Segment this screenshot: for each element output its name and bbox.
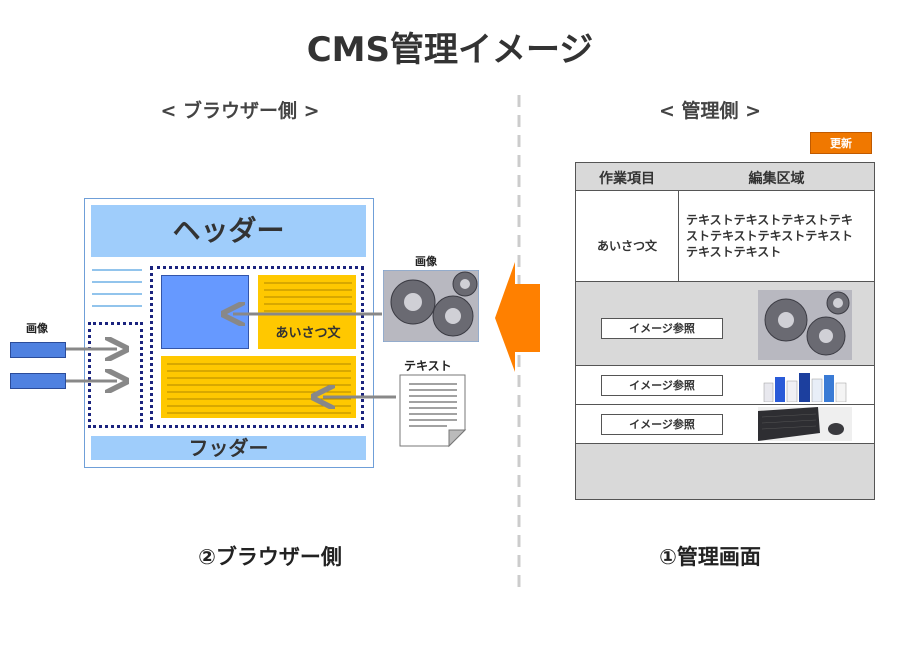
text-document-icon — [399, 374, 467, 448]
image-ref-button-1[interactable]: イメージ参照 — [601, 318, 723, 339]
image-ref-button-3[interactable]: イメージ参照 — [601, 414, 723, 435]
page-title: CMS管理イメージ — [306, 30, 594, 70]
mock-header-label: ヘッダー — [172, 214, 285, 247]
gear-image-label: 画像 — [415, 255, 437, 268]
gear-image — [383, 270, 479, 342]
mock-greeting-block — [258, 275, 356, 349]
text-doc-label: テキスト — [404, 359, 452, 373]
bottles-thumbnail — [760, 369, 852, 402]
mock-main-content-area — [150, 266, 364, 428]
mock-header: ヘッダー — [91, 205, 366, 257]
admin-table-header — [576, 163, 874, 191]
image-ref-button-2[interactable]: イメージ参照 — [601, 375, 723, 396]
browser-caption: ②ブラウザー側 — [198, 545, 342, 569]
gear-thumbnail — [758, 290, 852, 360]
mock-footer-label: フッダー — [188, 436, 269, 460]
mock-greeting-lines — [264, 282, 352, 312]
admin-row-greeting — [576, 191, 874, 282]
browser-side-heading: < ブラウザー側 > — [160, 100, 320, 122]
admin-column-divider — [678, 191, 679, 281]
mock-footer: フッダー — [91, 436, 366, 460]
admin-caption: ①管理画面 — [659, 545, 761, 569]
left-image-bar-2 — [10, 373, 66, 389]
mock-greeting-label: あいさつ文 — [275, 326, 341, 341]
left-image-label: 画像 — [26, 322, 48, 335]
column-edit-area: 編集区域 — [748, 171, 805, 187]
left-image-bar-1 — [10, 342, 66, 358]
admin-side-heading: < 管理側 > — [658, 100, 762, 122]
keyboard-thumbnail — [758, 407, 852, 441]
greeting-row-label: あいさつ文 — [596, 239, 657, 253]
update-button[interactable]: 更新 — [810, 132, 872, 154]
big-orange-arrow-icon — [495, 262, 540, 372]
column-task: 作業項目 — [599, 171, 655, 187]
mock-side-menu — [92, 269, 142, 307]
mock-side-image-area — [88, 322, 143, 428]
flow-arrows — [66, 0, 396, 480]
greeting-text-field[interactable]: テキストテキストテキストテキストテキストテキストテキストテキストテキスト — [686, 213, 853, 259]
